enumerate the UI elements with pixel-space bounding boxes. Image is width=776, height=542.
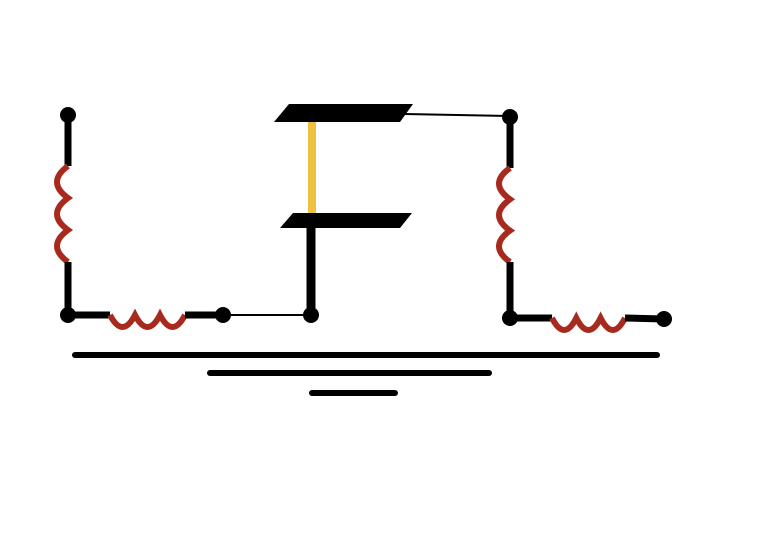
dielectric xyxy=(308,120,316,214)
thin-wire-upper-plate xyxy=(404,113,511,117)
ground-symbol xyxy=(72,352,660,396)
right-branch xyxy=(496,109,672,333)
right-vertical-inductor xyxy=(496,165,516,265)
right-horizontal-inductor xyxy=(549,311,628,333)
left-horizontal-inductor xyxy=(107,308,188,330)
upper-plate xyxy=(274,104,413,122)
node-dot xyxy=(303,307,319,323)
node-dot xyxy=(215,307,231,323)
left-vertical-inductor xyxy=(54,163,74,265)
node-dot xyxy=(502,109,518,125)
lower-plate xyxy=(280,213,412,228)
left-branch xyxy=(54,107,311,330)
node-dot xyxy=(656,311,672,327)
node-dot xyxy=(60,107,76,123)
node-dot xyxy=(60,307,76,323)
node-dot xyxy=(502,310,518,326)
capacitor xyxy=(274,104,511,323)
